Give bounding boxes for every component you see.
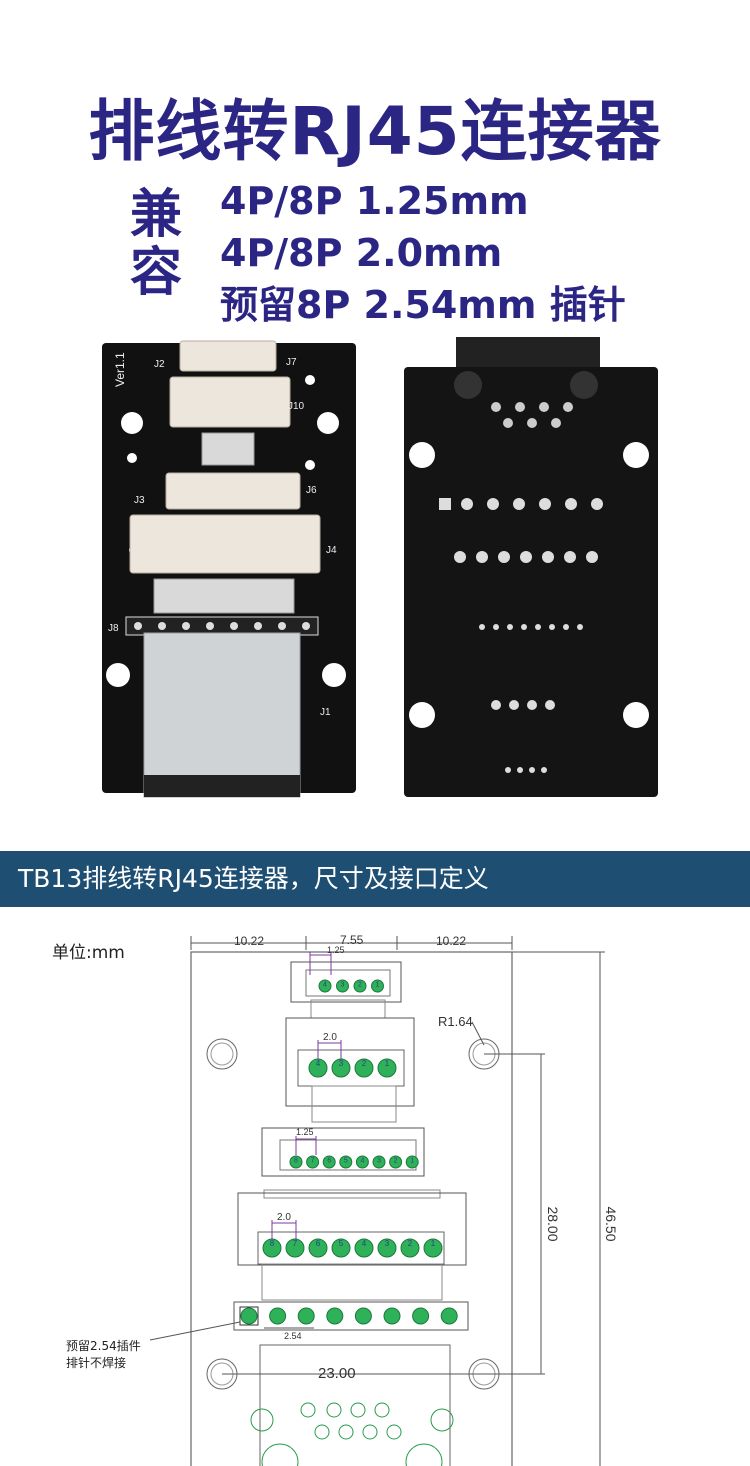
section-banner: TB13排线转RJ45连接器，尺寸及接口定义 (0, 851, 750, 907)
compat-label: 兼容 (130, 185, 183, 303)
pad (355, 1155, 369, 1169)
pin-number: 2 (394, 1157, 398, 1164)
pin-number: 6 (316, 1239, 321, 1248)
pad (322, 1155, 336, 1169)
pin-number: 2 (408, 1239, 413, 1248)
silk-j2: J2 (154, 359, 165, 370)
pin-number: 2 (362, 1059, 367, 1068)
pad (306, 1155, 320, 1169)
pin-number: 5 (344, 1157, 348, 1164)
silk-version: Ver1.1 (113, 352, 127, 387)
pad (354, 1307, 372, 1325)
dim-hole-spacing-h: 23.00 (318, 1365, 356, 1382)
pad (371, 979, 384, 993)
dim-center-width: 7.55 (340, 933, 364, 947)
dim-pitch-large: 2.0 (323, 1032, 337, 1043)
silk-j4: J4 (326, 545, 337, 556)
dim-pitch-header: 2.54 (284, 1331, 302, 1341)
pad (354, 1238, 374, 1258)
pad (423, 1238, 443, 1258)
pad (331, 1058, 351, 1078)
compat-line-2: 4P/8P 2.0mm (220, 231, 503, 275)
pin-number: 4 (316, 1059, 321, 1068)
pad (308, 1058, 328, 1078)
pin-number: 4 (360, 1157, 364, 1164)
dim-left-margin: 10.22 (234, 934, 264, 948)
pad (326, 1307, 344, 1325)
pad (240, 1307, 258, 1325)
pin-number: 1 (376, 981, 380, 988)
dim-hole-spacing-v: 28.00 (545, 1206, 561, 1241)
pin-number: 3 (377, 1157, 381, 1164)
pad (318, 979, 332, 993)
silk-j8: J8 (108, 623, 119, 634)
pad (339, 1155, 353, 1169)
page-title: 排线转RJ45连接器 (88, 93, 662, 170)
pad (372, 1155, 386, 1169)
silk-j10: J10 (288, 401, 305, 412)
header-note: 预留2.54插件 排针不焊接 (66, 1338, 141, 1372)
pad (331, 1238, 351, 1258)
dim-pitch-small-8p: 1.25 (296, 1127, 314, 1137)
header-note-line2: 排针不焊接 (66, 1356, 127, 1370)
pin-number: 1 (385, 1059, 390, 1068)
pad (285, 1238, 305, 1258)
pad (377, 1058, 397, 1078)
pin-number: 5 (339, 1239, 344, 1248)
compat-line-3: 预留8P 2.54mm 插针 (220, 283, 626, 327)
pin-number: 4 (362, 1239, 367, 1248)
pad (308, 1238, 328, 1258)
pin-number: 4 (323, 981, 327, 988)
pin-number: 2 (358, 981, 362, 988)
pin-number: 3 (341, 981, 345, 988)
compat-line-1: 4P/8P 1.25mm (220, 179, 529, 223)
pin-number: 8 (270, 1239, 275, 1248)
pin-number: 3 (339, 1059, 344, 1068)
compat-list: 4P/8P 1.25mm 4P/8P 2.0mm 预留8P 2.54mm 插针 (220, 175, 626, 331)
silk-j1: J1 (320, 707, 331, 718)
silk-j6: J6 (306, 485, 317, 496)
header-note-line1: 预留2.54插件 (66, 1339, 141, 1353)
board-front-photo: Ver1.1 J2 J7 J10 J3 J6 J4 J8 J1 (98, 335, 360, 800)
dim-right-margin: 10.22 (436, 934, 466, 948)
pad (353, 979, 367, 993)
pin-number: 7 (311, 1157, 315, 1164)
pad (405, 1155, 419, 1169)
pad (383, 1307, 401, 1325)
dim-pitch-small: 1.25 (327, 945, 345, 955)
pin-number: 3 (385, 1239, 390, 1248)
dimension-drawing: 10.22 7.55 10.22 R1.64 28.00 46.50 1.25 … (149, 933, 619, 1466)
dim-total-height: 46.50 (603, 1206, 619, 1241)
pin-number: 6 (327, 1157, 331, 1164)
pin-number: 8 (294, 1157, 298, 1164)
pin-number: 1 (410, 1157, 414, 1164)
pad (354, 1058, 374, 1078)
board-back-photo (400, 335, 662, 800)
pad (336, 979, 349, 993)
pad (412, 1307, 430, 1325)
pin-number: 1 (431, 1239, 436, 1248)
silk-j7: J7 (286, 357, 297, 368)
dim-pitch-large-8p: 2.0 (277, 1212, 291, 1223)
unit-label: 单位:mm (52, 943, 125, 963)
pad (440, 1307, 458, 1325)
silk-j3: J3 (134, 495, 145, 506)
pad (262, 1238, 282, 1258)
dim-radius: R1.64 (438, 1014, 473, 1029)
pad (389, 1155, 403, 1169)
pin-number: 7 (293, 1239, 298, 1248)
pad (297, 1307, 315, 1325)
pad (377, 1238, 397, 1258)
pad (269, 1307, 287, 1325)
pad (400, 1238, 420, 1258)
pad (289, 1155, 303, 1169)
